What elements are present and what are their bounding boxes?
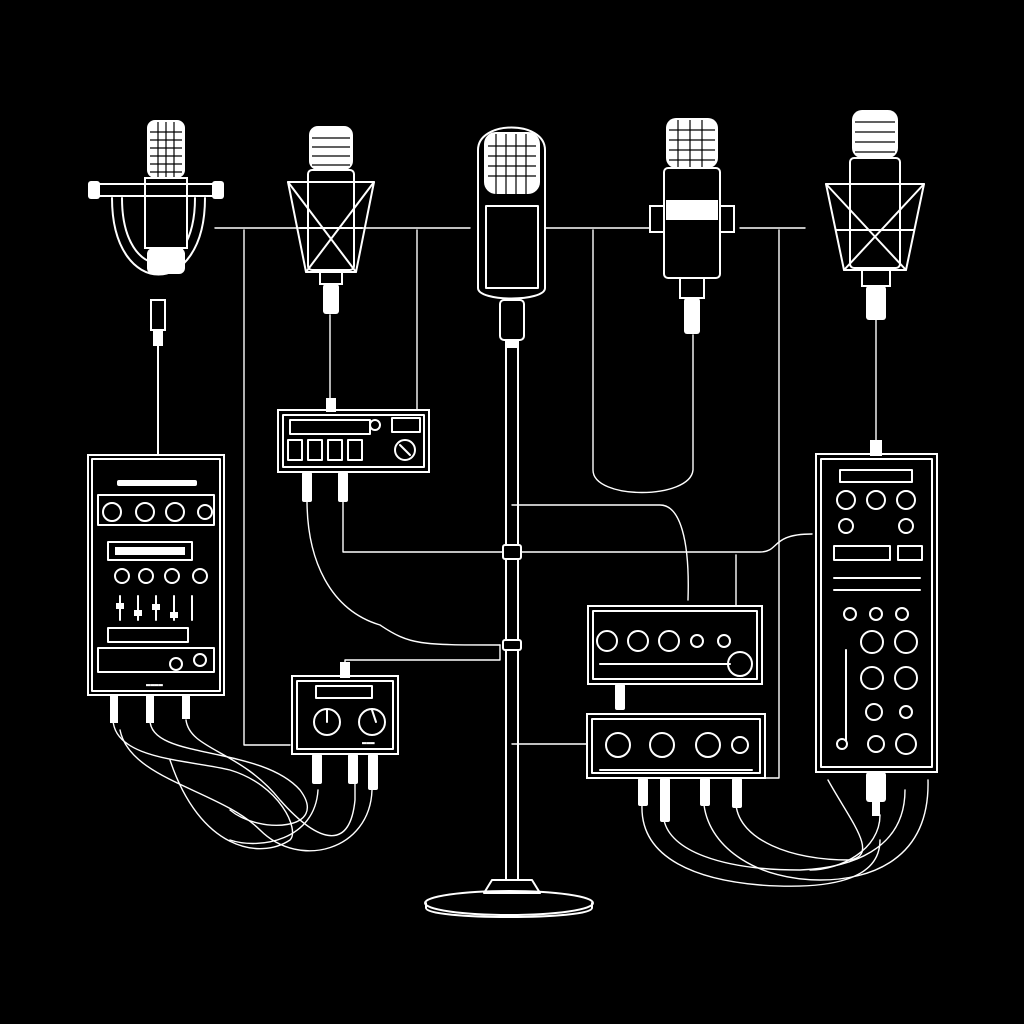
microphone-3-icon: [477, 126, 546, 348]
cable-preamp-bus: [342, 499, 513, 553]
cable-tangle-left-2: [149, 719, 308, 826]
cable-tangle-left-5: [229, 789, 319, 845]
cable-mic4-loop: [592, 229, 694, 494]
svg-text:▬▬▬: ▬▬▬: [362, 739, 375, 747]
cable-stand-mixer-right: [511, 533, 813, 553]
cable-stand-preamp-right: [511, 504, 689, 601]
interface-center-left-icon: ▬▬▬: [291, 662, 399, 790]
mixer-right-icon: [815, 440, 938, 816]
microphone-4-icon: [649, 118, 735, 334]
cable-tangle-left-3: [185, 719, 356, 837]
microphone-5-icon: [825, 110, 925, 320]
cable-interface-up: [344, 644, 501, 677]
preamp-right-lower-icon: [586, 713, 766, 822]
mic-stand-icon: [424, 344, 594, 918]
svg-text:▬▬▬▬: ▬▬▬▬: [146, 681, 164, 689]
cable-tangle-right-1: [641, 804, 881, 887]
preamp-top-icon: [277, 398, 430, 502]
cable-preamp-stand: [306, 499, 501, 646]
cable-tangle-left-1: [112, 719, 294, 850]
microphone-2-icon: [287, 126, 375, 314]
preamp-right-upper-icon: [587, 605, 763, 710]
cable-tangle-right-5: [809, 814, 881, 871]
cables: [112, 227, 929, 887]
cable-bus-interface: [243, 229, 291, 746]
cable-tangle-right-3: [703, 779, 929, 881]
cable-bus-right: [764, 229, 780, 779]
cable-tangle-left-4: [119, 729, 373, 852]
microphone-1-icon: [88, 120, 224, 346]
mixer-left-icon: ▬▬▬▬: [87, 454, 225, 723]
cable-tangle-right-2: [663, 789, 906, 871]
cable-tangle-right-4: [735, 779, 864, 861]
